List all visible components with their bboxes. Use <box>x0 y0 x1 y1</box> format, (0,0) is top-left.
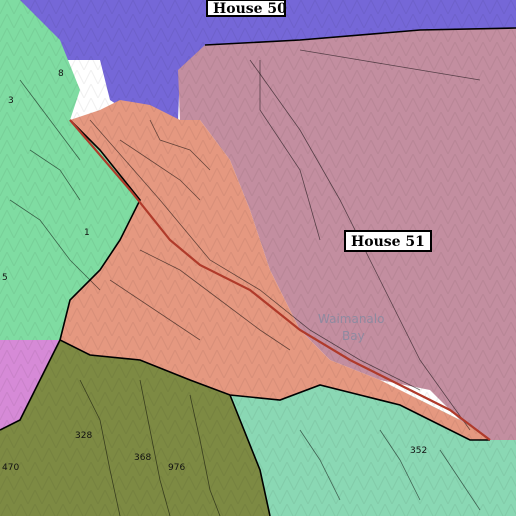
precinct-number-8: 8 <box>58 69 64 79</box>
coastal-road <box>69 119 491 441</box>
precinct-number-368: 368 <box>134 453 151 463</box>
district-boundaries <box>0 27 516 516</box>
precinct-number-976: 976 <box>168 463 185 473</box>
district-label-house-51[interactable]: House 51 <box>344 230 432 252</box>
svg-text:House 51: House 51 <box>351 234 425 250</box>
precinct-number-3: 3 <box>8 96 14 106</box>
precinct-number-5: 5 <box>2 273 8 283</box>
svg-text:House 50: House 50 <box>213 1 287 17</box>
precinct-number-352: 352 <box>410 446 427 456</box>
district-label-house-50[interactable]: House 50 <box>206 0 287 17</box>
precinct-number-328: 328 <box>75 431 92 441</box>
precinct-number-1: 1 <box>84 228 90 238</box>
place-name-waimanalo: Waimanalo <box>318 312 384 326</box>
precinct-number-470: 470 <box>2 463 19 473</box>
place-name-bay: Bay <box>342 329 365 343</box>
